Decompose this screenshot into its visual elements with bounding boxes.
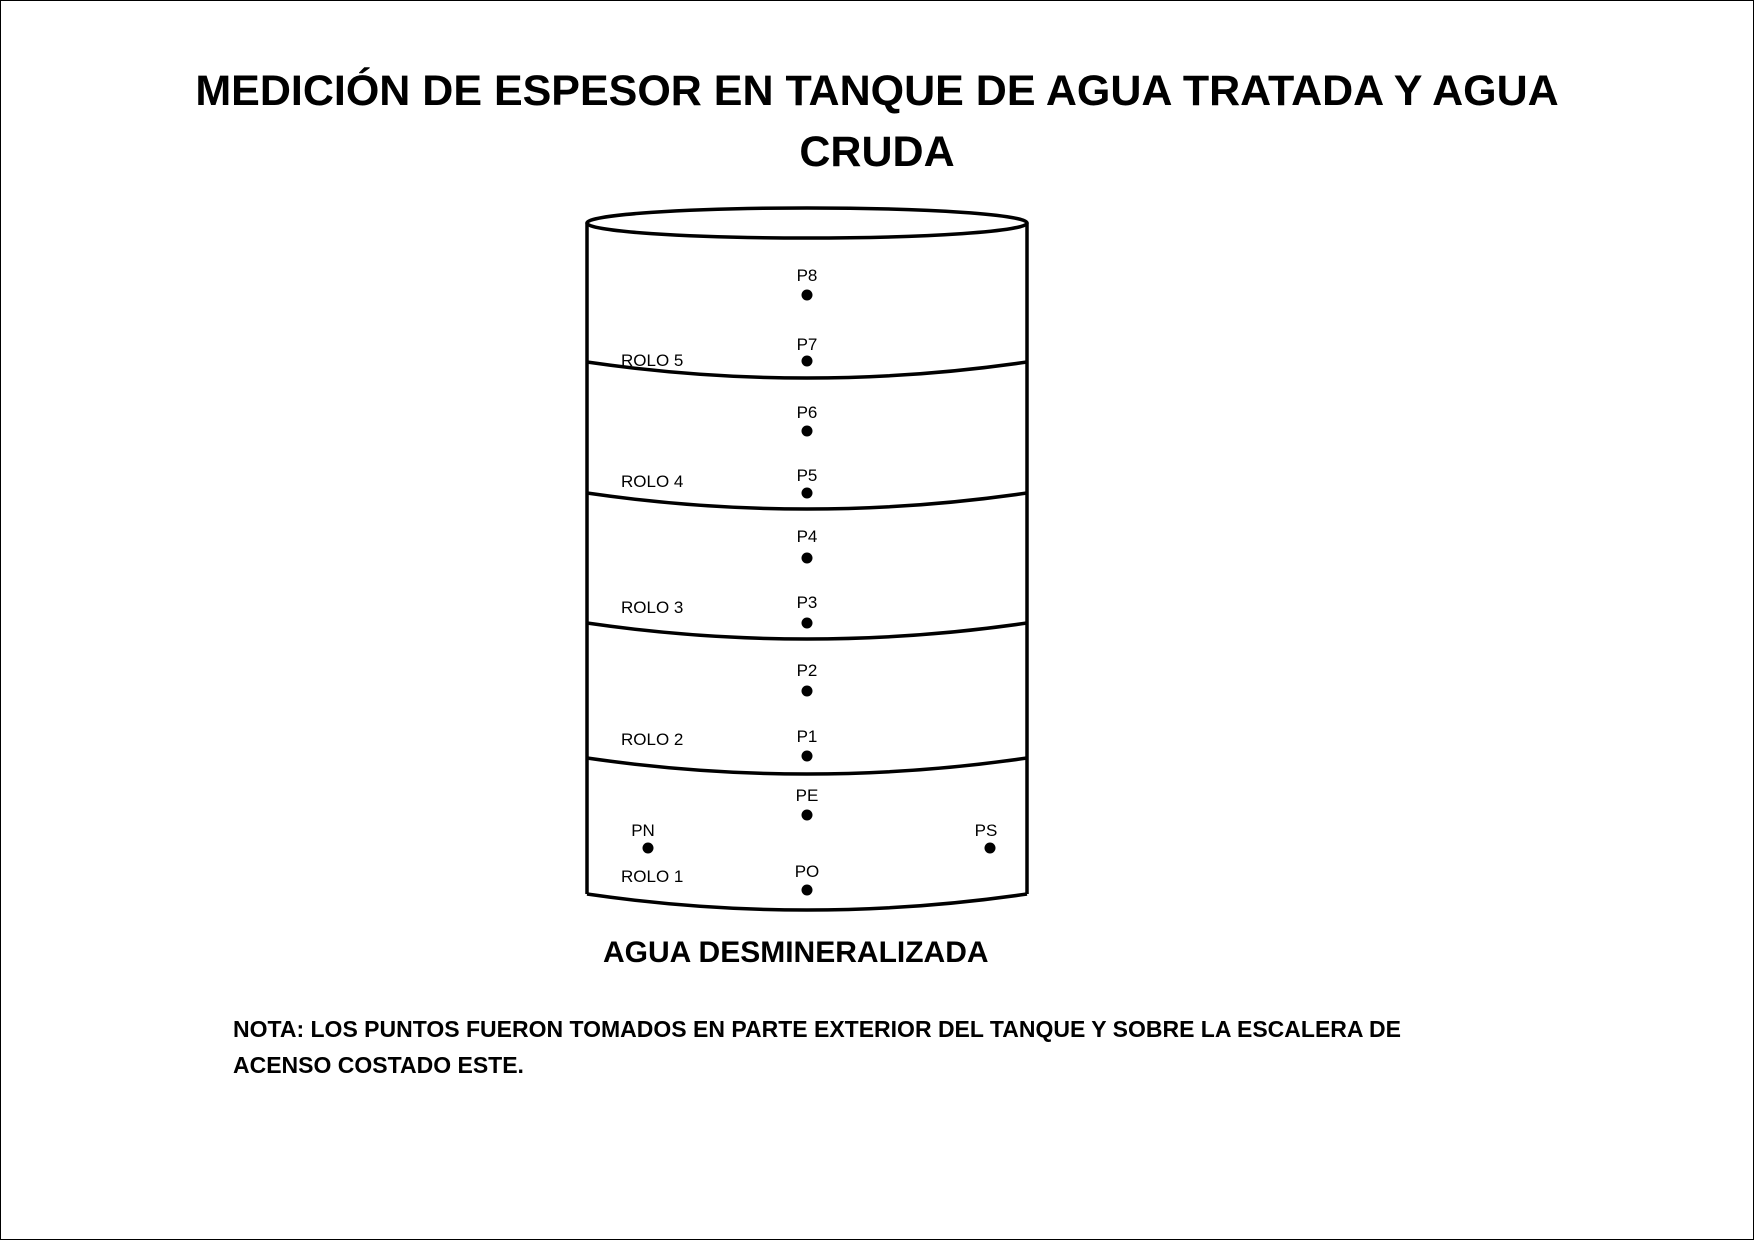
page-title-line-2: CRUDA xyxy=(799,128,955,176)
point-label-p6: P6 xyxy=(797,403,818,422)
point-dot-p6 xyxy=(801,425,813,437)
seam-rolo-3 xyxy=(586,621,1028,641)
point-dot-po xyxy=(801,884,813,896)
tank-caption: AGUA DESMINERALIZADA xyxy=(603,936,989,969)
point-dot-p7 xyxy=(801,355,813,367)
point-label-p5: P5 xyxy=(797,466,818,485)
seam-rolo-5 xyxy=(586,360,1028,380)
note: NOTA: LOS PUNTOS FUERON TOMADOS EN PARTE… xyxy=(233,1011,1533,1083)
point-dot-pn xyxy=(642,842,654,854)
note-line-1: NOTA: LOS PUNTOS FUERON TOMADOS EN PARTE… xyxy=(233,1016,1401,1042)
point-label-p1: P1 xyxy=(797,727,818,746)
point-label-p2: P2 xyxy=(797,661,818,680)
note-line-2: ACENSO COSTADO ESTE. xyxy=(233,1052,524,1078)
page-title-line-1: MEDICIÓN DE ESPESOR EN TANQUE DE AGUA TR… xyxy=(195,67,1559,115)
point-label-po: PO xyxy=(795,862,820,881)
roll-label-5: ROLO 5 xyxy=(621,351,683,370)
point-dot-p1 xyxy=(801,750,813,762)
point-label-p3: P3 xyxy=(797,593,818,612)
roll-label-3: ROLO 3 xyxy=(621,598,683,617)
point-dot-ps xyxy=(984,842,996,854)
seam-rolo-2 xyxy=(586,756,1028,776)
roll-label-4: ROLO 4 xyxy=(621,472,683,491)
point-label-p4: P4 xyxy=(797,527,818,546)
point-dot-pe xyxy=(801,809,813,821)
point-dot-p4 xyxy=(801,552,813,564)
seam-rolo-4 xyxy=(586,491,1028,511)
point-label-pe: PE xyxy=(796,786,819,805)
point-dot-p8 xyxy=(801,289,813,301)
point-dot-p3 xyxy=(801,617,813,629)
tank-bottom xyxy=(586,892,1028,912)
roll-label-2: ROLO 2 xyxy=(621,730,683,749)
point-label-p8: P8 xyxy=(797,266,818,285)
point-label-ps: PS xyxy=(975,821,998,840)
point-label-pn: PN xyxy=(631,821,655,840)
tank-top-ellipse xyxy=(585,206,1029,240)
point-dot-p2 xyxy=(801,685,813,697)
point-label-p7: P7 xyxy=(797,335,818,354)
roll-label-1: ROLO 1 xyxy=(621,867,683,886)
point-dot-p5 xyxy=(801,487,813,499)
